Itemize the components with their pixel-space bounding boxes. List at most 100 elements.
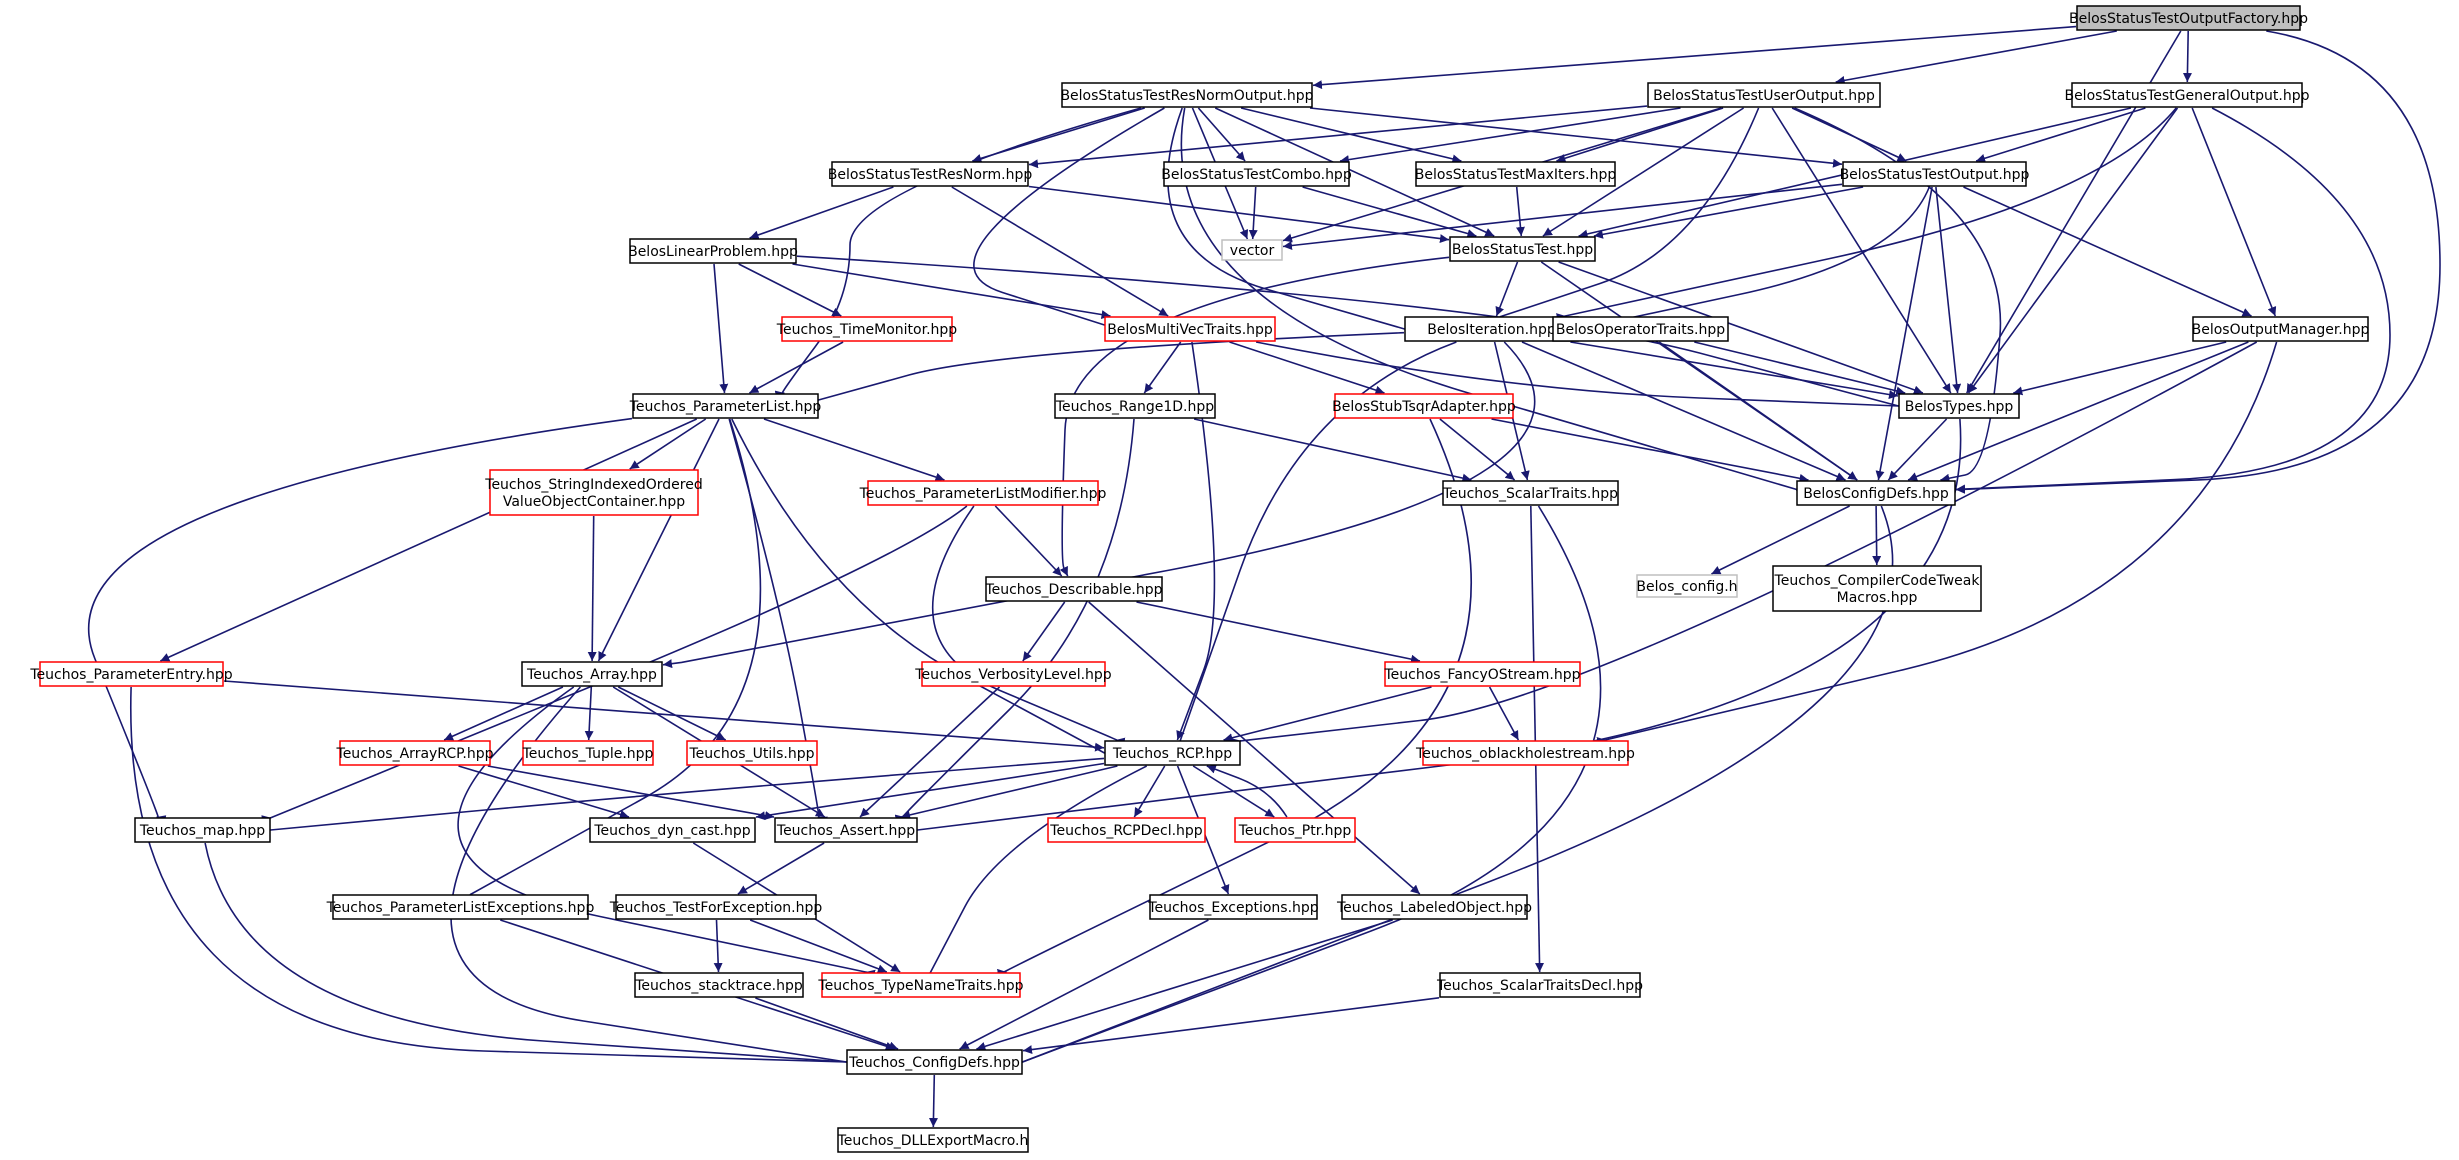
node-label: BelosMultiVecTraits.hpp: [1107, 322, 1273, 338]
node-belosconfig[interactable]: Belos_config.h: [1636, 574, 1738, 598]
node-box: [615, 894, 817, 920]
node-label: Teuchos_DLLExportMacro.h: [837, 1133, 1029, 1149]
node-tuple[interactable]: Teuchos_Tuple.hpp: [522, 740, 654, 766]
node-box: [1449, 236, 1596, 262]
node-stoutput[interactable]: BelosStatusTestOutput.hpp: [1840, 161, 2030, 187]
node-userout[interactable]: BelosStatusTestUserOutput.hpp: [1647, 82, 1881, 108]
node-label: Teuchos_Ptr.hpp: [1238, 823, 1352, 839]
node-box: [1163, 161, 1350, 187]
node-combo[interactable]: BelosStatusTestCombo.hpp: [1161, 161, 1352, 187]
edge-stubtsqr-to-scalartraits: [1439, 418, 1516, 481]
edge-maxiters-to-statustest: [1515, 186, 1525, 237]
edge-verbosity-to-assert: [859, 686, 1001, 818]
node-utils[interactable]: Teuchos_Utils.hpp: [686, 740, 818, 766]
node-exceptions[interactable]: Teuchos_Exceptions.hpp: [1147, 894, 1319, 920]
node-box: [1796, 480, 1956, 506]
node-labeledobj[interactable]: Teuchos_LabeledObject.hpp: [1336, 894, 1532, 920]
node-ptr[interactable]: Teuchos_Ptr.hpp: [1234, 817, 1356, 843]
node-statustest[interactable]: BelosStatusTest.hpp: [1449, 236, 1596, 262]
node-dllexport[interactable]: Teuchos_DLLExportMacro.h: [837, 1127, 1029, 1153]
node-resnorm[interactable]: BelosStatusTestResNorm.hpp: [828, 161, 1033, 187]
node-generalout[interactable]: BelosStatusTestGeneralOutput.hpp: [2064, 82, 2310, 108]
node-resnormout[interactable]: BelosStatusTestResNormOutput.hpp: [1060, 82, 1314, 108]
node-arrayrcp[interactable]: Teuchos_ArrayRCP.hpp: [336, 740, 494, 766]
node-oblackhole[interactable]: Teuchos_oblackholestream.hpp: [1415, 740, 1635, 766]
node-iteration[interactable]: BelosIteration.hpp: [1404, 316, 1579, 342]
node-label: BelosIteration.hpp: [1427, 322, 1556, 338]
node-box: [1415, 161, 1616, 187]
node-typename[interactable]: Teuchos_TypeNameTraits.hpp: [817, 972, 1024, 998]
edge-userout-to-maxiters: [1556, 107, 1724, 163]
node-stacktrace[interactable]: Teuchos_stacktrace.hpp: [634, 972, 804, 998]
node-vector[interactable]: vector: [1221, 239, 1283, 261]
edge-iteration-to-rcp: [1172, 341, 1457, 751]
node-timemon[interactable]: Teuchos_TimeMonitor.hpp: [776, 316, 957, 342]
node-label: Teuchos_Exceptions.hpp: [1147, 900, 1318, 916]
node-range1d[interactable]: Teuchos_Range1D.hpp: [1054, 393, 1216, 419]
edge-multivec-to-belostypes: [1255, 341, 1907, 411]
node-belostypes[interactable]: BelosTypes.hpp: [1898, 393, 2020, 419]
node-label: Teuchos_Range1D.hpp: [1055, 399, 1214, 415]
node-box: [1054, 393, 1216, 419]
node-multivec[interactable]: BelosMultiVecTraits.hpp: [1104, 316, 1276, 342]
node-label: Teuchos_Describable.hpp: [984, 582, 1162, 598]
node-scalartraitsdecl[interactable]: Teuchos_ScalarTraitsDecl.hpp: [1436, 972, 1643, 998]
node-describable[interactable]: Teuchos_Describable.hpp: [984, 576, 1163, 602]
node-dyncast[interactable]: Teuchos_dyn_cast.hpp: [589, 817, 756, 843]
node-plexceptions[interactable]: Teuchos_ParameterListExceptions.hpp: [326, 894, 595, 920]
node-configdefs[interactable]: BelosConfigDefs.hpp: [1796, 480, 1956, 506]
node-array[interactable]: Teuchos_Array.hpp: [521, 661, 663, 687]
node-scalartraits[interactable]: Teuchos_ScalarTraits.hpp: [1442, 480, 1619, 506]
edge-multivec-to-stubtsqr: [1229, 341, 1385, 395]
node-teuchosconfig[interactable]: Teuchos_ConfigDefs.hpp: [846, 1049, 1023, 1075]
node-paramentry[interactable]: Teuchos_ParameterEntry.hpp: [29, 661, 233, 687]
node-map[interactable]: Teuchos_map.hpp: [134, 817, 271, 843]
edge-multivec-to-range1d: [1143, 341, 1182, 394]
node-paramlist[interactable]: Teuchos_ParameterList.hpp: [629, 393, 822, 419]
edge-array-to-tuple: [584, 686, 594, 741]
dependency-edges: [87, 25, 2441, 1128]
node-label: BelosStatusTest.hpp: [1452, 242, 1593, 258]
node-outmgr[interactable]: BelosOutputManager.hpp: [2192, 316, 2370, 342]
node-box: [774, 817, 918, 843]
node-stubtsqr[interactable]: BelosStubTsqrAdapter.hpp: [1332, 393, 1516, 419]
node-label: Teuchos_TypeNameTraits.hpp: [817, 978, 1023, 994]
node-box: [821, 972, 1021, 998]
node-optraits[interactable]: BelosOperatorTraits.hpp: [1552, 316, 1729, 342]
node-linprob[interactable]: BelosLinearProblem.hpp: [628, 238, 798, 264]
edge-rcp-to-typename: [921, 765, 1148, 982]
edge-assert-to-testforexc: [737, 842, 825, 895]
node-label: Teuchos_FancyOStream.hpp: [1383, 667, 1580, 683]
edge-userout-to-belostypes: [1771, 107, 1952, 394]
node-label: Teuchos_dyn_cast.hpp: [593, 823, 750, 839]
node-box: [2076, 5, 2301, 31]
edge-paramlist-to-strindexed: [629, 418, 707, 470]
edge-rcp-to-ptr: [1192, 765, 1275, 818]
edge-outmgr-to-rcp: [1231, 341, 2258, 747]
node-plmodifier[interactable]: Teuchos_ParameterListModifier.hpp: [859, 480, 1107, 506]
node-maxiters[interactable]: BelosStatusTestMaxIters.hpp: [1415, 161, 1617, 187]
edge-iteration-to-configdefs: [1521, 341, 1846, 481]
edge-fancyostream-to-rcp: [1223, 686, 1432, 743]
edge-configdefs-to-belosconfig: [1711, 505, 1850, 575]
edge-optraits-to-belostypes: [1694, 341, 1906, 396]
node-rcp[interactable]: Teuchos_RCP.hpp: [1104, 740, 1241, 766]
node-fancyostream[interactable]: Teuchos_FancyOStream.hpp: [1383, 661, 1581, 687]
node-rcpdecl[interactable]: Teuchos_RCPDecl.hpp: [1047, 817, 1206, 843]
node-testforexc[interactable]: Teuchos_TestForException.hpp: [609, 894, 823, 920]
node-factory[interactable]: BelosStatusTestOutputFactory.hpp: [2069, 5, 2308, 31]
node-box: [831, 161, 1029, 187]
node-label: Teuchos_ScalarTraits.hpp: [1442, 486, 1618, 502]
edge-strindexed-to-array: [587, 515, 597, 662]
node-label: BelosStubTsqrAdapter.hpp: [1332, 399, 1516, 415]
edge-resnorm-to-statustest: [1028, 185, 1450, 244]
node-assert[interactable]: Teuchos_Assert.hpp: [774, 817, 918, 843]
edge-rcp-to-rcpdecl: [1133, 765, 1166, 818]
node-box: [1047, 817, 1206, 843]
node-box: [1221, 239, 1283, 261]
node-verbosity[interactable]: Teuchos_VerbosityLevel.hpp: [914, 661, 1112, 687]
edge-linprob-to-timemon: [738, 263, 842, 317]
